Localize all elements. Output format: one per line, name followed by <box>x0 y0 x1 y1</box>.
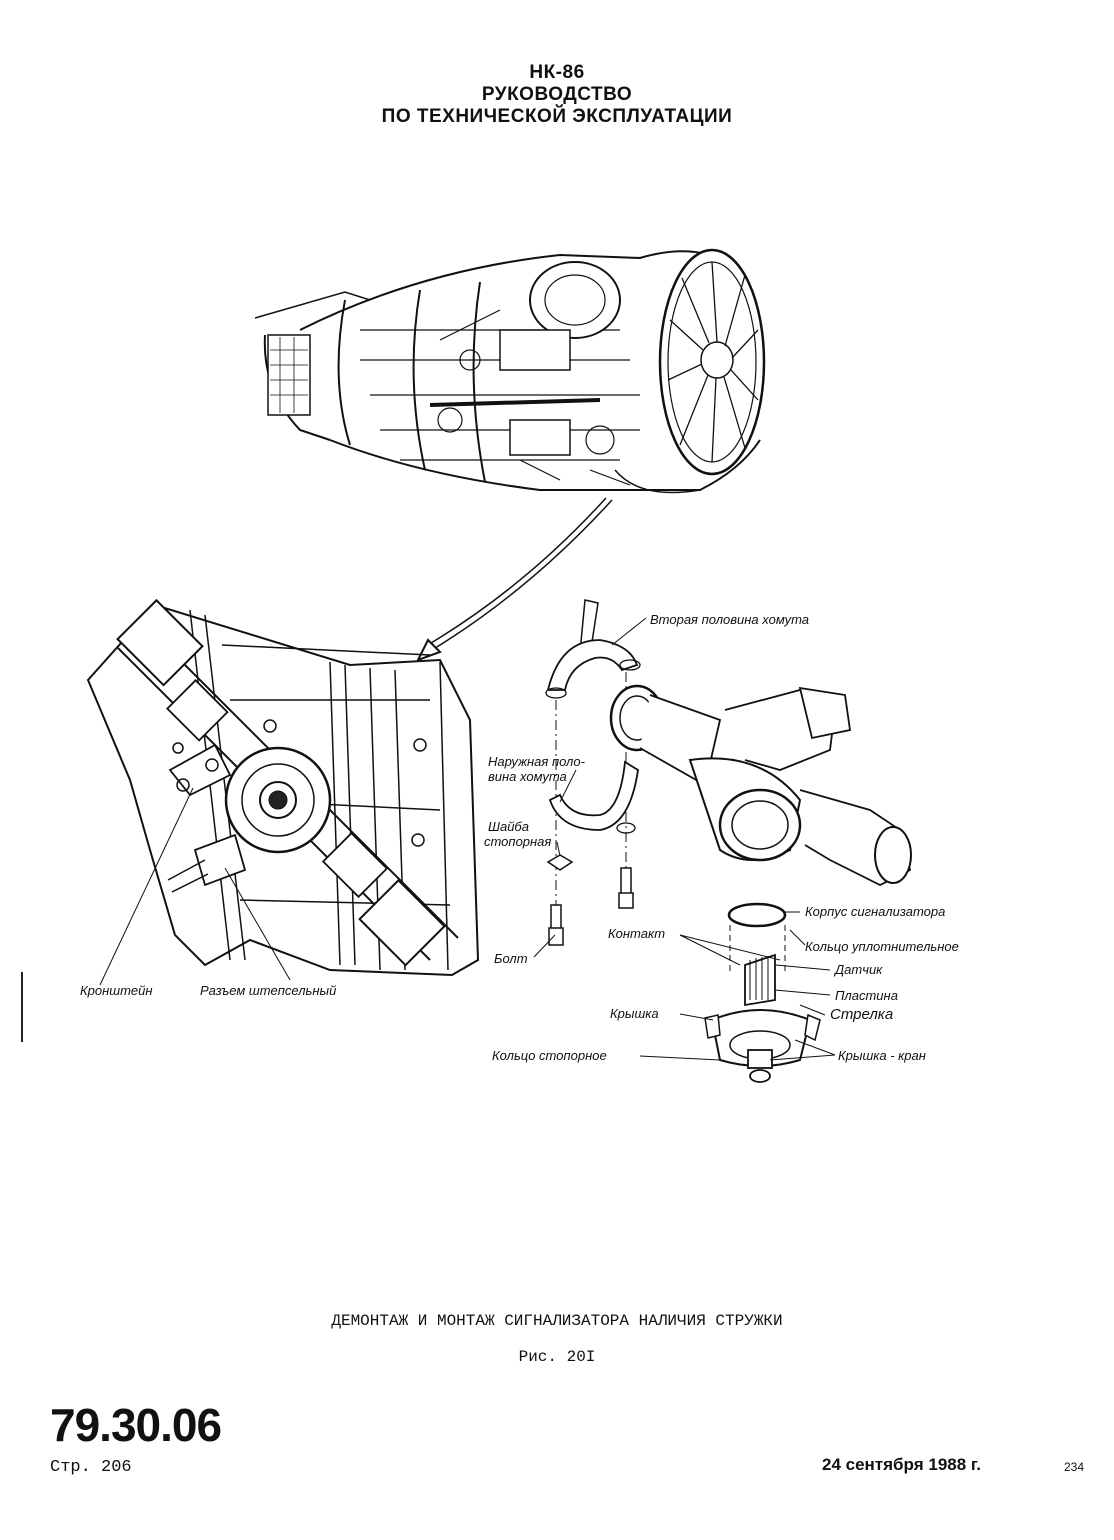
installation-detail <box>86 598 480 977</box>
label-plug-connector: Разъем штепсельный <box>200 983 336 998</box>
label-arrow: Стрелка <box>830 1006 893 1023</box>
technical-figure: Вторая половина хомута Наружная поло- ви… <box>80 248 959 1083</box>
label-bracket: Кронштейн <box>80 983 153 998</box>
label-outer-half-clamp-2: вина хомута <box>488 769 567 784</box>
callout-arrow <box>415 497 613 662</box>
left-leader-lines <box>99 787 291 986</box>
label-signaller-body: Корпус сигнализатора <box>805 904 945 919</box>
label-lock-washer-2: стопорная <box>484 834 551 849</box>
label-sealing-ring: Кольцо уплотнительное <box>805 939 959 954</box>
label-cover-valve: Крышка - кран <box>838 1048 926 1063</box>
engine-model: НК-86 <box>529 62 585 83</box>
sheet-number: 234 <box>1064 1460 1085 1474</box>
label-outer-half-clamp-1: Наружная поло- <box>488 754 586 769</box>
label-lock-washer-1: Шайба <box>488 819 529 834</box>
label-plate: Пластина <box>835 988 898 1003</box>
revision-date: 24 сентября 1988 г. <box>822 1455 982 1474</box>
document-number: 79.30.06 <box>50 1399 222 1451</box>
right-leader-lines <box>533 617 836 1061</box>
label-sensor: Датчик <box>833 962 883 977</box>
label-second-half-clamp: Вторая половина хомута <box>650 612 809 627</box>
engine-illustration <box>254 248 766 494</box>
manual-title-line2: ПО ТЕХНИЧЕСКОЙ ЭКСПЛУАТАЦИИ <box>381 106 733 127</box>
manual-title-line1: РУКОВОДСТВО <box>481 84 633 105</box>
label-lock-ring: Кольцо стопорное <box>492 1048 607 1063</box>
label-bolt: Болт <box>494 951 528 966</box>
figure-number: Рис. 20I <box>518 1348 596 1366</box>
label-cover: Крышка <box>610 1006 659 1021</box>
margin-change-bar <box>21 972 23 1042</box>
document-header: НК-86 РУКОВОДСТВО ПО ТЕХНИЧЕСКОЙ ЭКСПЛУА… <box>0 62 1114 128</box>
figure-caption: ДЕМОНТАЖ И МОНТАЖ СИГНАЛИЗАТОРА НАЛИЧИЯ … <box>331 1312 783 1330</box>
exploded-view <box>545 599 912 1083</box>
label-contact: Контакт <box>608 926 665 941</box>
page-number: Стр. 206 <box>50 1458 132 1477</box>
